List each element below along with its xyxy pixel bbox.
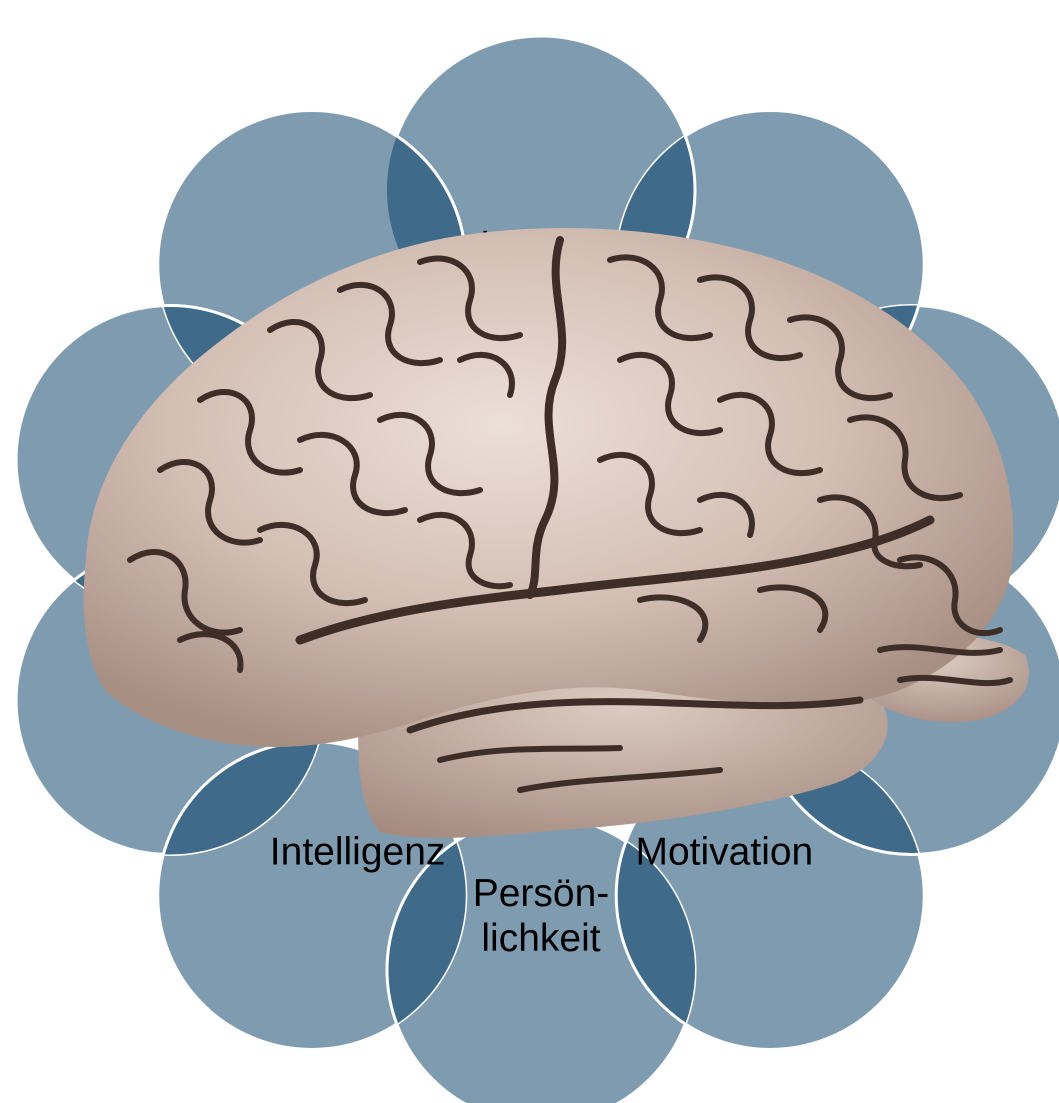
topic-label-line: Persön-: [473, 872, 610, 915]
topic-label-line: Motivation: [636, 830, 814, 873]
topic-label-motivation: Motivation: [636, 830, 814, 873]
topic-label-line: lichkeit: [481, 917, 600, 960]
